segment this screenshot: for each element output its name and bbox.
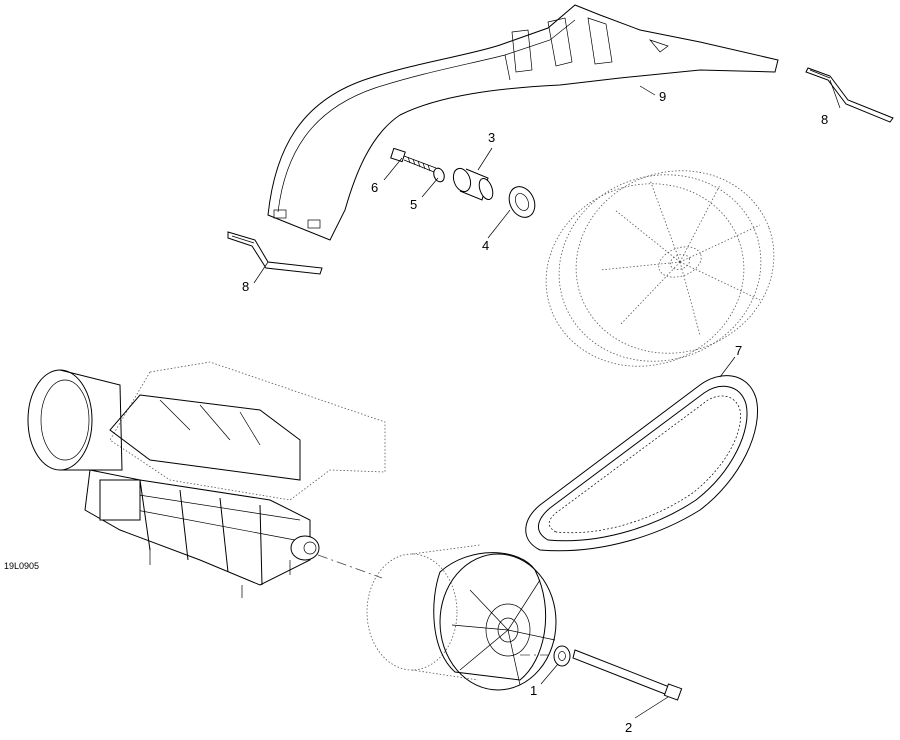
callout-8-right: 8	[821, 112, 828, 127]
callout-3: 3	[488, 130, 495, 145]
callout-4: 4	[482, 238, 489, 253]
center-line	[317, 554, 383, 579]
rubber-strip-left	[227, 231, 323, 275]
callout-6: 6	[371, 180, 378, 195]
driven-pulley	[545, 170, 775, 367]
flat-washer	[508, 186, 536, 218]
callout-9: 9	[659, 89, 666, 104]
callouts: 1 2 3 4 5 6 7 8 8 9	[242, 89, 828, 735]
drawing-code: 19L0905	[4, 561, 39, 571]
leader-lines	[253, 79, 841, 719]
callout-7: 7	[735, 343, 742, 358]
callout-5: 5	[410, 197, 417, 212]
engine	[27, 361, 386, 598]
callout-1: 1	[530, 683, 537, 698]
screw	[390, 147, 437, 173]
lock-washer	[433, 167, 445, 183]
spacer	[452, 167, 494, 201]
callout-8-left: 8	[242, 279, 249, 294]
drive-pulley	[366, 544, 683, 701]
rubber-strip-right	[805, 67, 894, 123]
drive-belt	[525, 375, 758, 552]
belt-guard	[267, 4, 779, 241]
callout-2: 2	[625, 720, 632, 735]
